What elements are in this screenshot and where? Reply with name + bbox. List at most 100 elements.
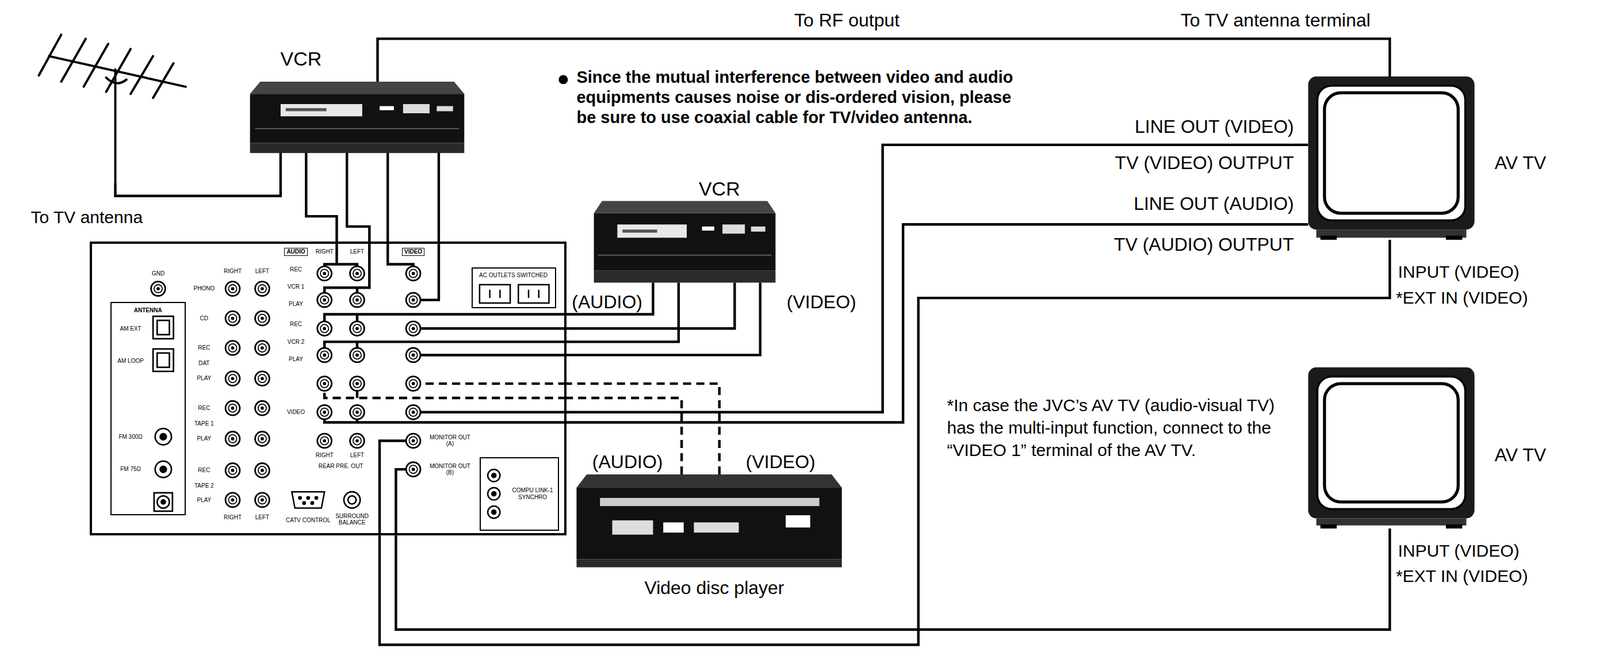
panel-label: VCR 1 [287,283,305,291]
tv-antenna [60,38,86,82]
rca-jack [255,341,270,356]
rca-jack [406,404,421,420]
ac-outlet [488,289,491,298]
terminal-label: ANTENNA [134,307,163,315]
receiver-rear-panel: GNDRIGHTLEFTPHONOCDRECDATPLAYRECTAPE 1PL… [89,241,567,536]
signal-label: *EXT IN (VIDEO) [1395,288,1528,309]
av-cable [566,282,679,343]
vcr-illustration [622,229,657,233]
signal-label: LINE OUT (VIDEO) [1134,116,1295,138]
panel-label: PLAY [196,496,212,504]
antenna-terminal [157,495,170,508]
rca-jack [406,462,421,477]
tv-illustration [1317,85,1466,221]
vcr-illustration [594,201,776,283]
antenna-label: To TV antenna [31,207,144,228]
balance-knob [343,491,361,508]
av-cable [346,152,370,242]
cable-lead [420,382,567,385]
panel-label: REAR PRE. OUT [318,462,364,470]
tv-illustration [1445,524,1462,529]
rca-jack [255,492,270,508]
vcr-illustration [594,270,776,283]
cable-lead [420,353,567,357]
panel-label: TAPE 1 [194,420,214,428]
panel-label: PLAY [196,435,212,443]
catv-connector [303,502,306,505]
antenna-terminal [160,466,167,473]
video-disc-player: Video disc player [576,474,842,568]
tv-illustration [1316,229,1467,238]
antenna-terminal [161,499,166,504]
rca-jack [225,341,240,356]
rca-jack [317,266,332,281]
compu-link-jack [487,469,500,519]
rca-jack [350,433,365,449]
vcr-illustration [250,81,465,153]
rca-jack [406,321,421,336]
tv-illustration [1308,367,1475,529]
antenna-terminal [152,316,174,512]
rca-jack [317,433,332,449]
tv-illustration [1320,524,1337,529]
panel-label: TAPE 2 [194,482,214,490]
vcr-illustration [250,81,465,94]
catv-connector [291,491,325,508]
vcr-illustration [250,142,465,153]
rca-jack [225,431,240,446]
terminal-label: FM 300Ω [118,433,143,441]
av-cable [437,152,440,242]
cable-label: (VIDEO) [786,291,857,313]
vcr-illustration [617,224,687,238]
panel-label: RIGHT [315,248,334,256]
panel-label: VIDEO [402,247,425,256]
av-tv: AV TV [1308,76,1475,240]
tv-illustration [1317,376,1466,510]
av-cable [566,144,1309,413]
ac-outlet-block: AC OUTLETS SWITCHED [471,267,557,309]
av-cable [566,282,736,329]
terminal-label: AM LOOP [117,357,144,365]
antenna-terminal [160,433,167,440]
signal-label: INPUT (VIDEO) [1398,262,1520,283]
outlet-label: AC OUTLETS SWITCHED [479,272,548,279]
vcr-illustration [250,93,465,143]
cable-lead [420,327,567,330]
video-disc-player-illustration [785,515,811,528]
panel-label: REC [289,320,302,328]
antenna-terminal [152,349,174,372]
terminal-label: FM 75Ω [120,465,141,473]
panel-label: MONITOR OUT (A) [427,434,473,448]
rca-jack [317,376,332,392]
vcr: VCR [250,81,465,153]
signal-label: *EXT IN (VIDEO) [1395,566,1528,587]
video-disc-player-illustration [576,559,842,568]
signal-label: LINE OUT (AUDIO) [1133,193,1295,215]
panel-label: AUDIO [284,247,308,256]
rca-jack [255,311,270,326]
tv-antenna [38,34,186,184]
av-cable [379,239,1391,645]
rca-jack [406,347,421,363]
panel-label: CD [200,315,209,323]
signal-label: TV (VIDEO) OUTPUT [1115,152,1295,174]
tv-illustration [1308,367,1475,519]
panel-label: SURROUND BALANCE [334,513,370,527]
av-cable [566,224,1309,423]
antenna-terminal [154,492,173,512]
vcr-illustration [285,108,327,111]
balance-knob [343,491,361,508]
panel-label: LEFT [350,248,365,256]
cable-lead [324,241,566,536]
panel-label: REC [197,344,210,352]
cable-label: (AUDIO) [571,291,643,313]
compu-link-jack [487,506,500,519]
vcr-illustration [751,226,766,232]
panel-label: GND [151,270,165,278]
tv-illustration [1308,76,1475,230]
dashed-av-cable [566,397,682,475]
vcr-illustration [436,106,453,112]
panel-label: CATV CONTROL [285,517,331,524]
tv-antenna [130,56,153,95]
panel-label: PLAY [288,356,304,363]
